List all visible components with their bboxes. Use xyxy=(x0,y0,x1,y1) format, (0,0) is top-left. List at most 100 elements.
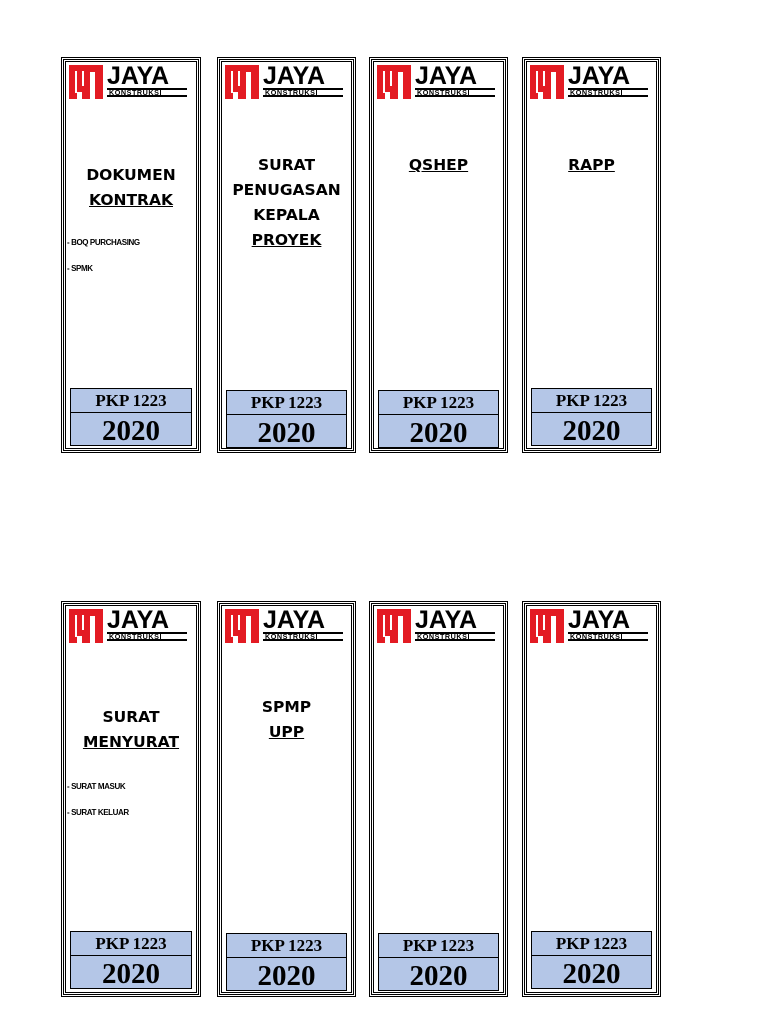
project-year: 2020 xyxy=(378,958,499,992)
label-title: SURAT MENYURAT xyxy=(64,705,198,755)
title-text: PROYEK xyxy=(251,231,322,249)
jaya-logo-mark-icon xyxy=(225,65,259,99)
title-text: DOKUMEN xyxy=(86,166,176,184)
logo-subtitle: KONSTRUKSI xyxy=(417,632,471,641)
project-code: PKP 1223 xyxy=(531,388,652,413)
logo-underline-bar xyxy=(568,88,648,97)
project-year: 2020 xyxy=(226,415,347,449)
title-line: UPP xyxy=(220,720,353,745)
title-text: PENUGASAN xyxy=(232,181,341,199)
title-text: UPP xyxy=(268,723,305,741)
logo-subtitle: KONSTRUKSI xyxy=(109,88,163,97)
jaya-logo-mark-icon xyxy=(69,65,103,99)
label-title: QSHEP xyxy=(372,153,505,178)
title-line: RAPP xyxy=(525,153,658,178)
logo-subtitle: KONSTRUKSI xyxy=(265,632,319,641)
label-title: SURAT PENUGASAN KEPALA PROYEK xyxy=(220,153,353,253)
logo-underline-bar xyxy=(107,88,187,97)
label-title: DOKUMEN KONTRAK xyxy=(64,163,198,213)
project-code: PKP 1223 xyxy=(70,388,192,413)
note-item: - BOQ PURCHASING xyxy=(67,238,140,247)
title-line: MENYURAT xyxy=(64,730,198,755)
logo-wordmark: JAYA xyxy=(415,606,478,634)
title-text: KONTRAK xyxy=(89,191,173,209)
label-notes: - BOQ PURCHASING - SPMK xyxy=(67,236,140,288)
jaya-logo-mark-icon xyxy=(377,65,411,99)
jaya-logo-mark-icon xyxy=(225,609,259,643)
title-text: SURAT xyxy=(102,708,160,726)
jaya-logo-mark-icon xyxy=(530,65,564,99)
logo-wordmark: JAYA xyxy=(263,62,326,90)
title-line: DOKUMEN xyxy=(64,163,198,188)
project-code: PKP 1223 xyxy=(531,931,652,956)
title-text: KEPALA xyxy=(253,206,320,224)
title-line: SURAT xyxy=(220,153,353,178)
logo-underline-bar xyxy=(263,632,343,641)
logo-underline-bar xyxy=(415,632,495,641)
label-title: SPMP UPP xyxy=(220,695,353,745)
title-line: PROYEK xyxy=(220,228,353,253)
logo-subtitle: KONSTRUKSI xyxy=(570,632,624,641)
logo-subtitle: KONSTRUKSI xyxy=(265,88,319,97)
project-year: 2020 xyxy=(531,956,652,990)
jaya-logo-mark-icon xyxy=(377,609,411,643)
logo-underline-bar xyxy=(568,632,648,641)
title-line: KEPALA xyxy=(220,203,353,228)
logo-wordmark: JAYA xyxy=(568,62,631,90)
jaya-logo-mark-icon xyxy=(530,609,564,643)
title-line: SURAT xyxy=(64,705,198,730)
logo-subtitle: KONSTRUKSI xyxy=(417,88,471,97)
label-notes: - SURAT MASUK - SURAT KELUAR xyxy=(67,780,129,832)
logo-underline-bar xyxy=(415,88,495,97)
logo-wordmark: JAYA xyxy=(568,606,631,634)
jaya-logo-mark-icon xyxy=(69,609,103,643)
logo-subtitle: KONSTRUKSI xyxy=(109,632,163,641)
title-line: PENUGASAN xyxy=(220,178,353,203)
logo-wordmark: JAYA xyxy=(107,62,170,90)
project-year: 2020 xyxy=(226,958,347,992)
title-text: RAPP xyxy=(568,156,615,174)
title-text: MENYURAT xyxy=(82,733,180,751)
project-year: 2020 xyxy=(531,413,652,447)
title-text: SPMP xyxy=(261,698,312,716)
project-year: 2020 xyxy=(378,415,499,449)
project-code: PKP 1223 xyxy=(378,933,499,958)
title-text: SURAT xyxy=(257,156,316,174)
project-code: PKP 1223 xyxy=(226,390,347,415)
logo-subtitle: KONSTRUKSI xyxy=(570,88,624,97)
label-title: RAPP xyxy=(525,153,658,178)
project-code: PKP 1223 xyxy=(378,390,499,415)
title-line: QSHEP xyxy=(372,153,505,178)
project-year: 2020 xyxy=(70,956,192,990)
title-line: SPMP xyxy=(220,695,353,720)
logo-wordmark: JAYA xyxy=(107,606,170,634)
logo-wordmark: JAYA xyxy=(263,606,326,634)
title-text: QSHEP xyxy=(408,156,469,174)
note-item: - SURAT MASUK xyxy=(67,782,126,791)
note-item: - SURAT KELUAR xyxy=(67,808,129,817)
logo-underline-bar xyxy=(107,632,187,641)
project-year: 2020 xyxy=(70,413,192,447)
title-line: KONTRAK xyxy=(64,188,198,213)
project-code: PKP 1223 xyxy=(226,933,347,958)
project-code: PKP 1223 xyxy=(70,931,192,956)
logo-wordmark: JAYA xyxy=(415,62,478,90)
logo-underline-bar xyxy=(263,88,343,97)
note-item: - SPMK xyxy=(67,264,93,273)
